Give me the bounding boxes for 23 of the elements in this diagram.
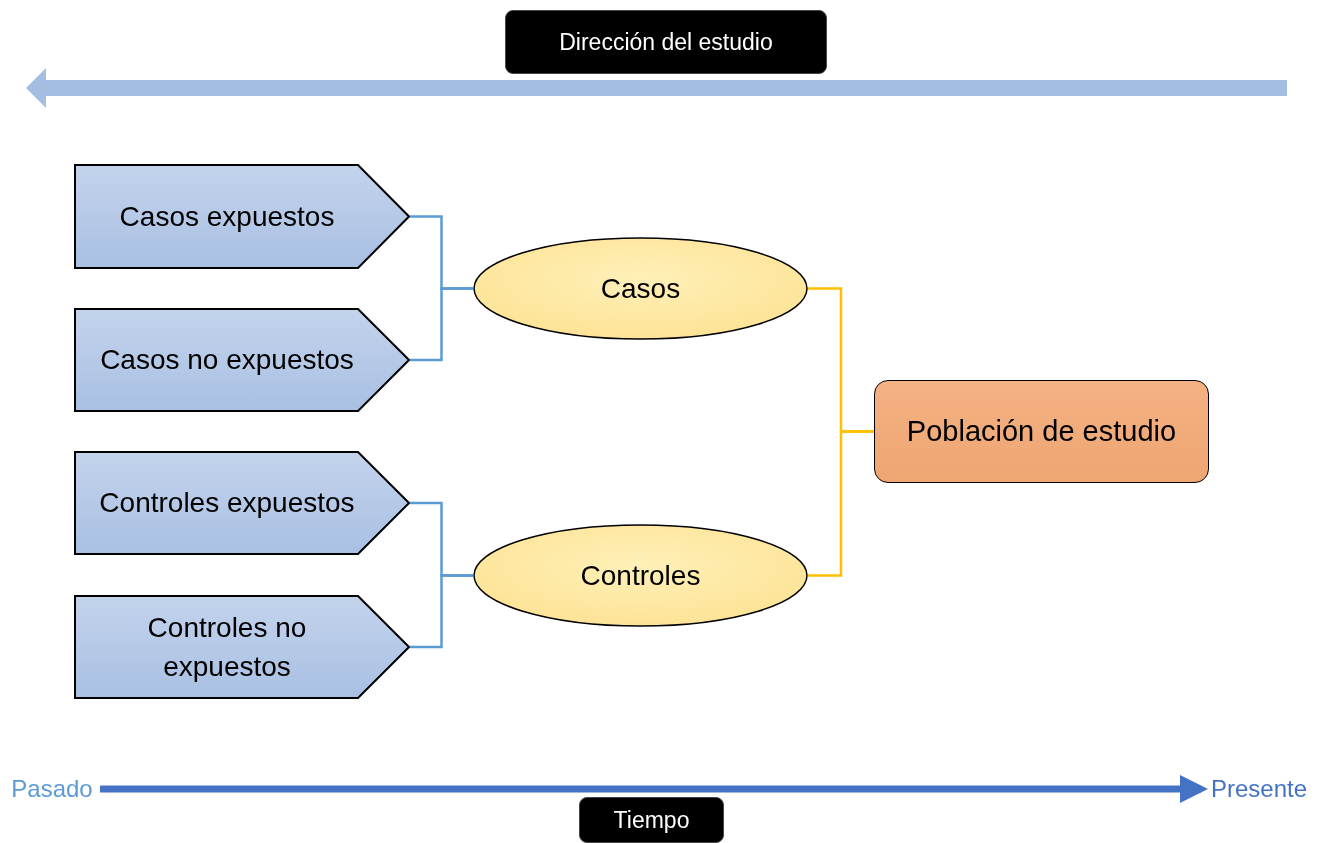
connector-line — [410, 287, 473, 362]
node-text: Controles — [580, 559, 701, 592]
connector-line — [808, 430, 874, 577]
axis-label: Presente — [1210, 775, 1308, 803]
ellipse-node — [473, 237, 808, 340]
node-text: Casos expuestos — [119, 199, 335, 234]
axis-label: Pasado — [11, 775, 93, 803]
node-text: Tiempo — [613, 806, 690, 834]
node-text: Dirección del estudio — [559, 28, 773, 56]
node-text: Casos no expuestos — [100, 343, 354, 378]
node-text: Población de estudio — [906, 415, 1177, 448]
pentagon-arrow-box — [74, 308, 410, 412]
connector-line — [410, 574, 473, 649]
pentagon-arrow-box — [74, 595, 410, 699]
ellipse-node — [473, 524, 808, 627]
label-box — [505, 10, 827, 74]
node-text: Controles expuestos — [99, 486, 355, 521]
pentagon-arrow-box — [74, 451, 410, 555]
node-text: Casos — [600, 272, 681, 305]
node-text: Controles no expuestos — [146, 610, 308, 684]
rounded-box — [874, 380, 1209, 483]
label-box — [579, 797, 724, 843]
pentagon-arrow-box — [74, 164, 410, 269]
